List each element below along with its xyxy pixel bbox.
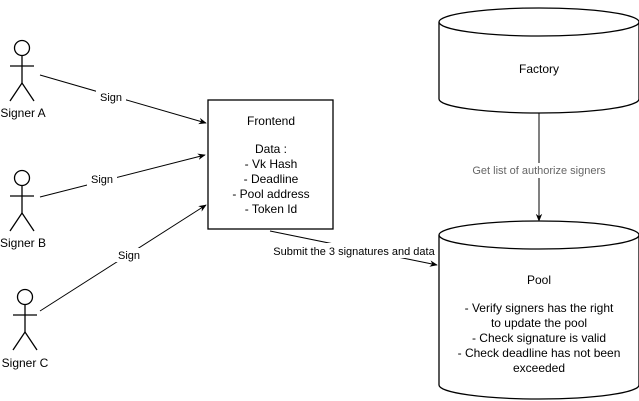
frontend-item-pool-address: - Pool address bbox=[232, 187, 309, 201]
edge-sign-a-label: Sign bbox=[100, 92, 122, 104]
signer-c-actor[interactable]: Signer C bbox=[2, 288, 49, 371]
edge-sign-b[interactable]: Sign bbox=[39, 153, 206, 198]
pool-line-verify-signers: - Verify signers has the right bbox=[465, 301, 614, 315]
pool-title: Pool bbox=[527, 273, 551, 287]
frontend-item-vk-hash: - Vk Hash bbox=[245, 157, 298, 171]
signer-c-label: Signer C bbox=[2, 356, 49, 370]
edge-submit[interactable]: Submit the 3 signatures and data bbox=[269, 230, 438, 267]
frontend-item-token-id: - Token Id bbox=[245, 202, 297, 216]
frontend-box bbox=[207, 99, 334, 230]
signer-b-actor[interactable]: Signer B bbox=[0, 169, 46, 251]
factory-title: Factory bbox=[519, 62, 559, 76]
signer-a-stick-figure-icon bbox=[9, 39, 35, 102]
factory-cylinder-body bbox=[438, 22, 639, 114]
factory-node[interactable]: Factory bbox=[438, 7, 639, 114]
pool-line-check-deadline: - Check deadline has not been bbox=[458, 346, 621, 360]
pool-node[interactable]: Pool - Verify signers has the right to u… bbox=[438, 220, 639, 400]
pool-line-exceeded: exceeded bbox=[513, 361, 565, 375]
frontend-item-deadline: - Deadline bbox=[244, 172, 299, 186]
frontend-node[interactable]: Frontend Data : - Vk Hash - Deadline - P… bbox=[207, 99, 334, 230]
pool-line-check-signature: - Check signature is valid bbox=[472, 331, 606, 345]
signer-c-stick-figure-icon bbox=[12, 288, 38, 351]
frontend-data-heading: Data : bbox=[255, 142, 287, 156]
edge-sign-c-label: Sign bbox=[118, 250, 140, 262]
pool-cylinder-body bbox=[438, 235, 639, 400]
edge-submit-label: Submit the 3 signatures and data bbox=[273, 246, 435, 258]
pool-cylinder-top bbox=[438, 220, 639, 250]
edge-authorize[interactable]: Get list of authorize signers bbox=[470, 110, 608, 222]
signer-a-label: Signer A bbox=[0, 106, 45, 120]
signer-b-label: Signer B bbox=[0, 236, 46, 250]
edge-authorize-label: Get list of authorize signers bbox=[472, 165, 606, 177]
edge-sign-a[interactable]: Sign bbox=[39, 74, 207, 125]
edge-sign-b-label: Sign bbox=[91, 174, 113, 186]
frontend-title: Frontend bbox=[247, 114, 295, 128]
factory-cylinder-top bbox=[438, 7, 639, 37]
signer-a-actor[interactable]: Signer A bbox=[0, 39, 46, 121]
edge-sign-c[interactable]: Sign bbox=[39, 204, 207, 312]
signer-b-stick-figure-icon bbox=[9, 169, 35, 232]
pool-line-update-pool: to update the pool bbox=[491, 316, 587, 330]
